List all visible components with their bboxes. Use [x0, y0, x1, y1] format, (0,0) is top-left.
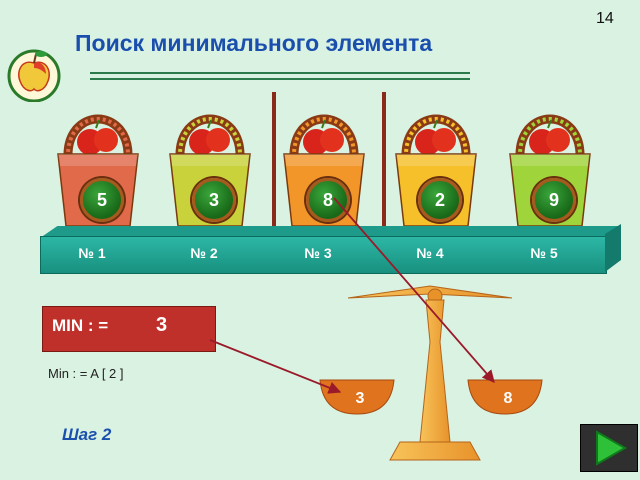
assignment-text: Min : = A [ 2 ] [48, 366, 124, 381]
slot-label-4: № 4 [416, 245, 444, 261]
step-label: Шаг 2 [62, 425, 112, 444]
title-underline [90, 72, 470, 80]
page-title: Поиск минимального элемента [75, 30, 433, 56]
balance-scale [319, 285, 543, 461]
slot-label-5: № 5 [530, 245, 558, 261]
basket-value-5: 9 [532, 178, 576, 222]
min-value: 3 [156, 314, 168, 336]
slot-label-3: № 3 [304, 245, 332, 261]
slide-number: 14 [596, 10, 614, 27]
divider-right [382, 92, 386, 230]
apple-icon [7, 49, 61, 102]
left-pan-value: 3 [355, 390, 365, 407]
basket-value-4: 2 [418, 178, 462, 222]
min-label: MIN : = [52, 316, 109, 335]
right-pan-value: 8 [503, 390, 513, 407]
next-slide-button[interactable] [580, 424, 638, 472]
min-box [42, 306, 216, 352]
basket-value-2: 3 [192, 178, 236, 222]
basket-value-3: 8 [306, 178, 350, 222]
divider-left [272, 92, 276, 230]
slot-label-1: № 1 [78, 245, 106, 261]
shelf [40, 236, 607, 274]
slot-label-2: № 2 [190, 245, 218, 261]
play-triangle-icon [596, 430, 628, 466]
basket-value-1: 5 [80, 178, 124, 222]
shelf-side [605, 224, 621, 272]
